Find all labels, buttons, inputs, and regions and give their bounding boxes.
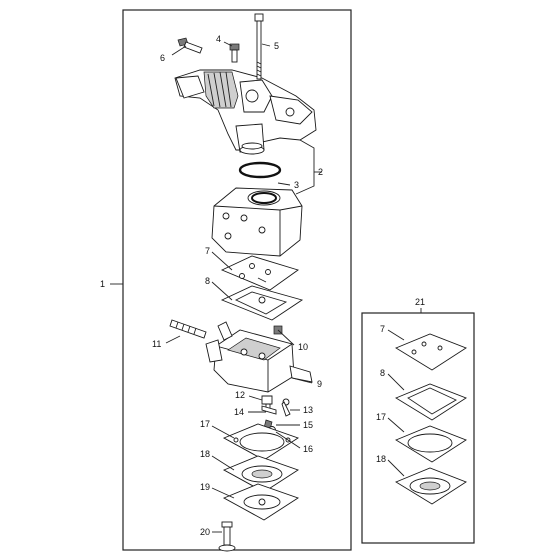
pump-block [211, 187, 303, 257]
o-ring-3 [238, 161, 282, 179]
kit-gasket-17 [395, 425, 467, 463]
main-assembly-frame [122, 9, 352, 551]
cover-19 [222, 483, 300, 521]
callout-2: 2 [318, 167, 323, 177]
kit-diaphragm-8 [395, 383, 467, 421]
callout-17: 17 [200, 419, 210, 429]
needle-11 [169, 319, 207, 339]
screw-20 [218, 521, 236, 552]
callout-7: 7 [205, 246, 210, 256]
adjusting-screw-6 [177, 37, 203, 54]
callout-11: 11 [152, 339, 161, 349]
callout-13: 13 [303, 405, 313, 415]
kit-callout-8: 8 [380, 368, 385, 378]
callout-labels: 1 2 3 4 5 6 7 8 9 10 11 12 13 14 15 16 1… [100, 34, 425, 537]
callout-18: 18 [200, 449, 210, 459]
callout-4: 4 [216, 34, 221, 44]
repair-kit-frame [361, 312, 475, 544]
callout-10: 10 [298, 342, 308, 352]
bolt-5 [254, 13, 264, 80]
callout-8: 8 [205, 276, 210, 286]
callout-5: 5 [274, 41, 279, 51]
kit-callout-18: 18 [376, 454, 386, 464]
callout-14: 14 [234, 407, 244, 417]
kit-callout-17: 17 [376, 412, 386, 422]
kit-gasket-7 [395, 333, 467, 371]
callout-15: 15 [303, 420, 313, 430]
diaphragm-18 [222, 455, 300, 493]
gasket-7 [220, 255, 300, 291]
leader-lines [110, 41, 422, 533]
carburetor-body [205, 321, 313, 393]
callout-12: 12 [235, 390, 245, 400]
callout-9: 9 [317, 379, 322, 389]
callout-21: 21 [415, 297, 425, 307]
callout-20: 20 [200, 527, 210, 537]
callout-6: 6 [160, 53, 165, 63]
callout-3: 3 [294, 180, 299, 190]
callout-1: 1 [100, 279, 105, 289]
kit-callout-7: 7 [380, 324, 385, 334]
screw-4 [229, 43, 240, 63]
kit-diaphragm-18 [395, 467, 467, 505]
callout-16: 16 [303, 444, 313, 454]
gasket-17 [222, 423, 300, 461]
callout-19: 19 [200, 482, 210, 492]
carburetor-housing [174, 69, 317, 155]
diaphragm-8 [220, 285, 304, 321]
